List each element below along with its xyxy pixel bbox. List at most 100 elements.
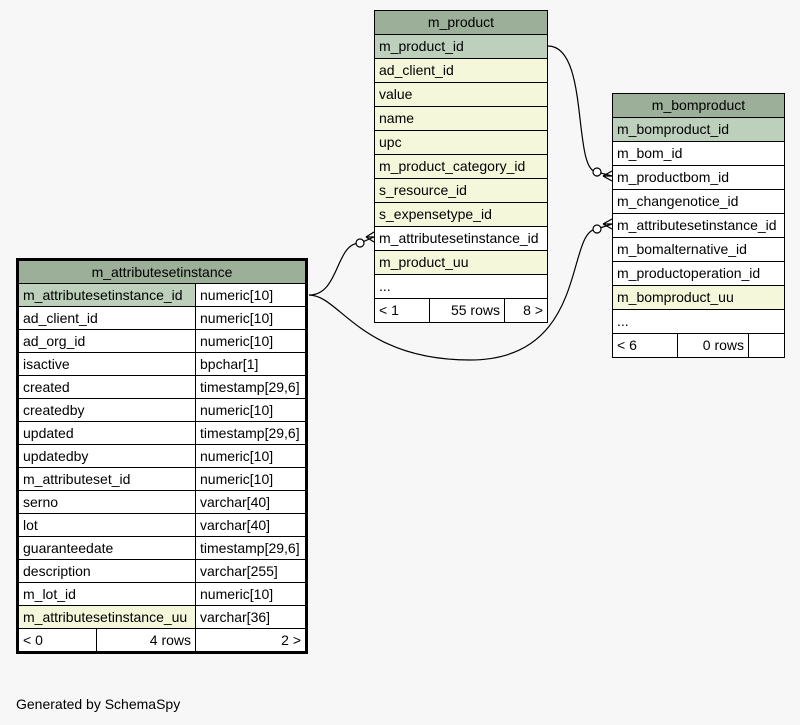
column-row[interactable]: ad_client_id: [374, 58, 548, 83]
column-name[interactable]: m_bomproduct_id: [612, 117, 785, 142]
column-row[interactable]: upc: [374, 130, 548, 155]
column-name[interactable]: m_attributesetinstance_id: [612, 213, 785, 238]
column-name[interactable]: m_bomalternative_id: [612, 237, 785, 262]
column-name[interactable]: value: [374, 82, 548, 107]
table-footer: < 6 0 rows: [612, 333, 785, 358]
column-name[interactable]: name: [374, 106, 548, 131]
column-row[interactable]: m_productoperation_id: [612, 261, 785, 286]
column-type: timestamp[29,6]: [195, 536, 307, 560]
column-type: varchar[255]: [195, 559, 307, 583]
column-name[interactable]: m_attributesetinstance_id: [17, 283, 196, 307]
column-name[interactable]: m_bom_id: [612, 141, 785, 166]
column-name[interactable]: m_productoperation_id: [612, 261, 785, 286]
column-row[interactable]: m_bomproduct_uu: [612, 285, 785, 310]
column-row[interactable]: name: [374, 106, 548, 131]
column-row[interactable]: m_productbom_id: [612, 165, 785, 190]
parents-count[interactable]: < 0: [17, 628, 97, 653]
column-name[interactable]: createdby: [17, 398, 196, 422]
column-name[interactable]: description: [17, 559, 196, 583]
table-title[interactable]: m_product: [374, 10, 548, 35]
column-row[interactable]: m_bomalternative_id: [612, 237, 785, 262]
column-name[interactable]: upc: [374, 130, 548, 155]
column-row[interactable]: value: [374, 82, 548, 107]
column-type: numeric[10]: [195, 582, 307, 606]
column-row[interactable]: m_bom_id: [612, 141, 785, 166]
column-name[interactable]: s_expensetype_id: [374, 202, 548, 227]
column-row[interactable]: m_product_id: [374, 34, 548, 59]
column-name[interactable]: isactive: [17, 352, 196, 376]
column-type: varchar[40]: [195, 490, 307, 514]
parents-count[interactable]: < 1: [374, 298, 430, 323]
column-name[interactable]: m_attributesetinstance_id: [374, 226, 548, 251]
column-name[interactable]: m_attributesetinstance_uu: [17, 605, 196, 629]
column-name[interactable]: created: [17, 375, 196, 399]
column-name[interactable]: m_changenotice_id: [612, 189, 785, 214]
column-name[interactable]: m_lot_id: [17, 582, 196, 606]
column-name[interactable]: ad_client_id: [374, 58, 548, 83]
column-row[interactable]: m_bomproduct_id: [612, 117, 785, 142]
column-row[interactable]: m_product_uu: [374, 250, 548, 275]
children-count[interactable]: 2 >: [195, 628, 307, 653]
column-row[interactable]: ...: [374, 274, 548, 299]
children-count[interactable]: 8 >: [504, 298, 548, 323]
link-attributesetinstance-to-product: [308, 236, 375, 296]
column-row[interactable]: m_attributesetinstance_id: [612, 213, 785, 238]
crowfoot-bom-asi: [602, 218, 613, 230]
column-row[interactable]: m_product_category_id: [374, 154, 548, 179]
column-name[interactable]: ...: [612, 309, 785, 334]
column-row[interactable]: s_expensetype_id: [374, 202, 548, 227]
column-row[interactable]: m_attributesetinstance_id: [374, 226, 548, 251]
column-name[interactable]: m_product_id: [374, 34, 548, 59]
children-count[interactable]: [748, 333, 785, 358]
crowfoot-product-asi: [365, 231, 375, 243]
column-row[interactable]: m_changenotice_id: [612, 189, 785, 214]
column-row[interactable]: ...: [612, 309, 785, 334]
table-title[interactable]: m_attributesetinstance: [17, 259, 307, 284]
parents-count[interactable]: < 6: [612, 333, 678, 358]
column-name[interactable]: m_attributeset_id: [17, 467, 196, 491]
table-title[interactable]: m_bomproduct: [612, 93, 785, 118]
column-type: numeric[10]: [195, 283, 307, 307]
column-name[interactable]: ad_org_id: [17, 329, 196, 353]
table-footer: < 1 55 rows 8 >: [374, 298, 548, 323]
column-name[interactable]: serno: [17, 490, 196, 514]
column-name[interactable]: updated: [17, 421, 196, 445]
column-type: varchar[36]: [195, 605, 307, 629]
column-name[interactable]: m_product_uu: [374, 250, 548, 275]
column-name[interactable]: lot: [17, 513, 196, 537]
column-name[interactable]: updatedby: [17, 444, 196, 468]
table-m-attributesetinstance[interactable]: m_attributesetinstance m_attributesetins…: [16, 258, 308, 654]
column-name[interactable]: m_product_category_id: [374, 154, 548, 179]
column-type: timestamp[29,6]: [195, 375, 307, 399]
column-name[interactable]: ad_client_id: [17, 306, 196, 330]
column-name[interactable]: ...: [374, 274, 548, 299]
column-row[interactable]: s_resource_id: [374, 178, 548, 203]
optional-marker-productbom: [592, 167, 602, 177]
column-type: numeric[10]: [195, 444, 307, 468]
column-name[interactable]: m_bomproduct_uu: [612, 285, 785, 310]
column-name[interactable]: m_productbom_id: [612, 165, 785, 190]
column-name[interactable]: s_resource_id: [374, 178, 548, 203]
link-product-to-bomproduct: [547, 45, 613, 177]
column-name[interactable]: guaranteedate: [17, 536, 196, 560]
column-type: timestamp[29,6]: [195, 421, 307, 445]
